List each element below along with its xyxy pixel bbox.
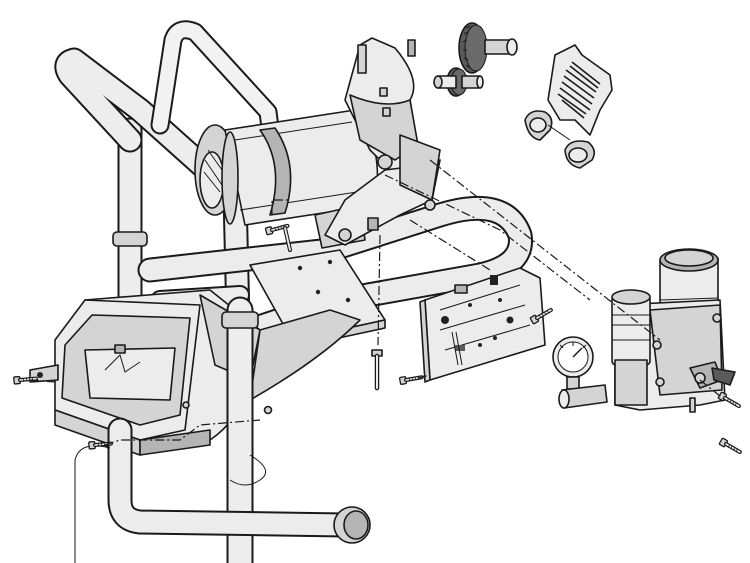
control-board <box>419 267 546 383</box>
board-connector <box>454 284 468 294</box>
motor-assembly <box>194 109 379 249</box>
gearbox-housing <box>324 37 441 246</box>
screw-board <box>397 371 425 387</box>
screw-pump-upper <box>716 389 743 412</box>
front-shroud <box>29 289 361 456</box>
gear-set <box>433 22 518 97</box>
fasteners <box>11 220 744 458</box>
pin-motor <box>283 226 292 252</box>
panel-switch <box>114 344 126 354</box>
assembly-leader-lines <box>29 159 726 446</box>
bolt-vertical <box>371 349 383 391</box>
motor-clamp-band <box>259 127 292 216</box>
filter-housing <box>611 294 651 366</box>
screw-pump-lower <box>717 435 744 458</box>
cart-front-post <box>74 296 371 563</box>
vent-bracket <box>524 44 613 169</box>
frame-collar <box>112 231 148 247</box>
pressure-control-assembly <box>552 248 736 413</box>
